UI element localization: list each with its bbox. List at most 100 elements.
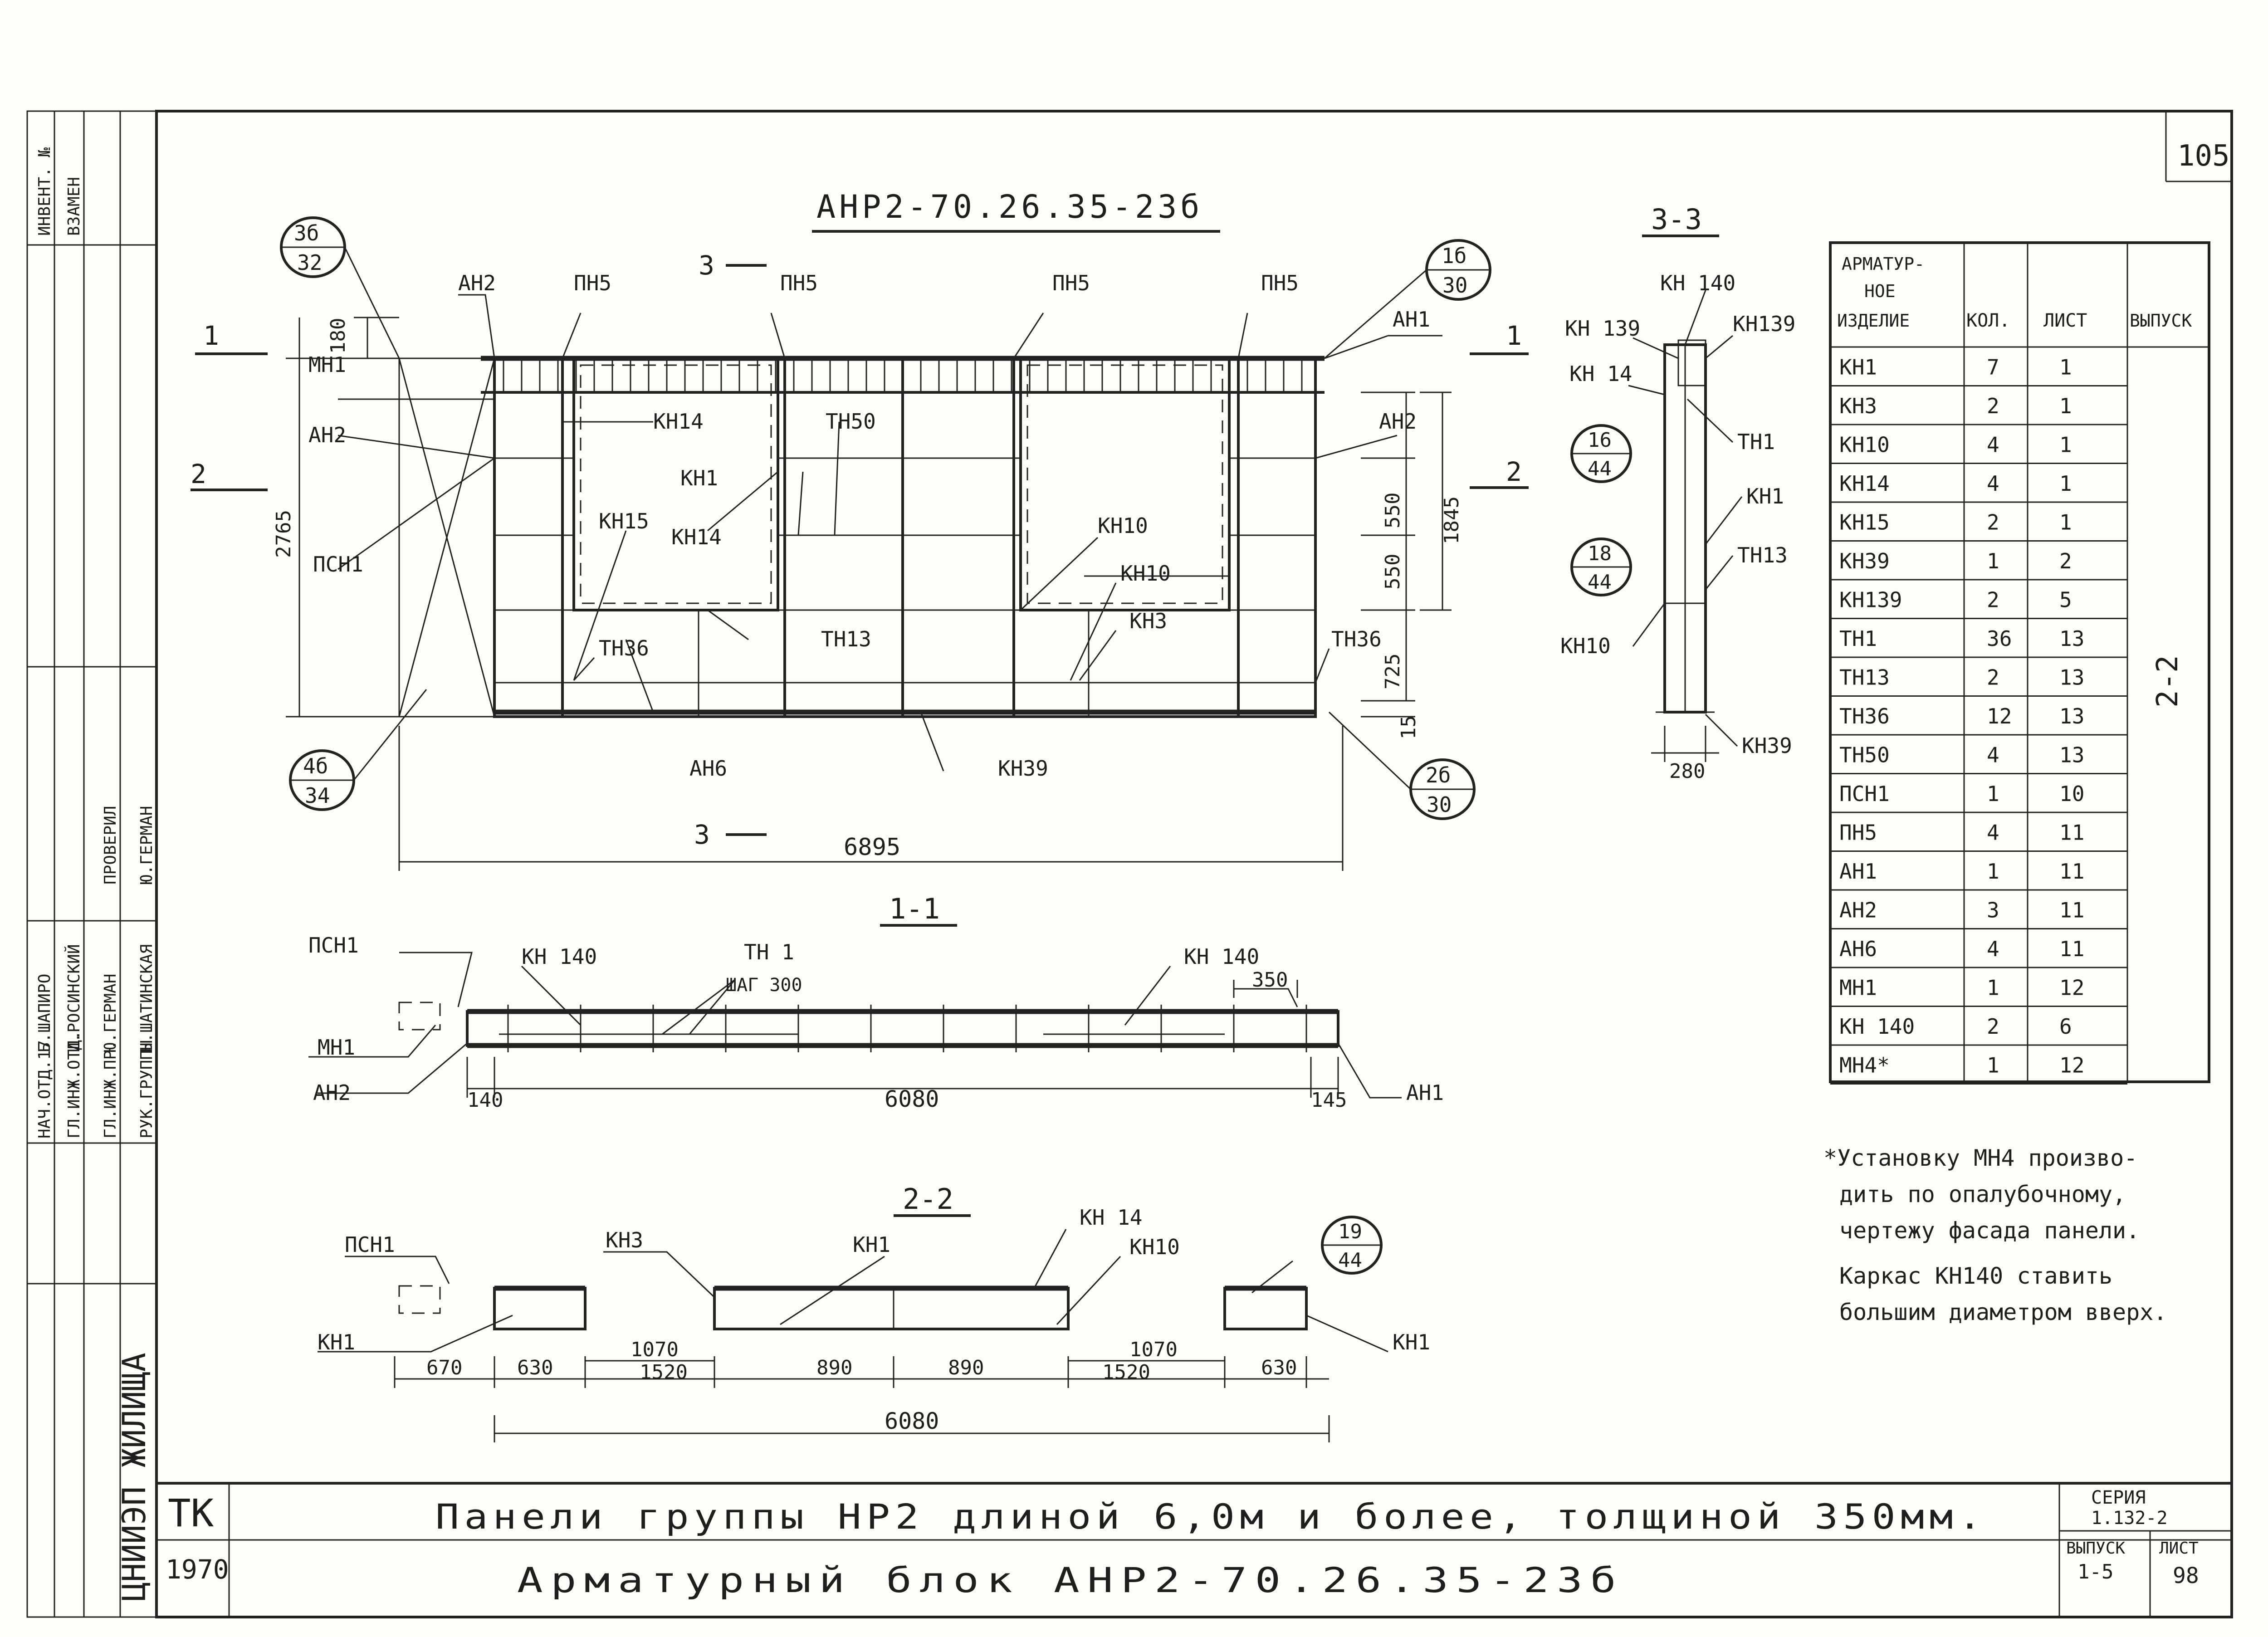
table-cell-qty: 2 bbox=[1987, 394, 1999, 418]
label-tn1: ТН1 bbox=[1737, 430, 1775, 454]
label-kn3: КН3 bbox=[1129, 609, 1167, 633]
table-cell-item: ТН36 bbox=[1839, 704, 1890, 728]
dim-350: 350 bbox=[1252, 968, 1288, 992]
section-mark-right-mid: 2 bbox=[1506, 456, 1522, 487]
label-kn14: КН 14 bbox=[1080, 1205, 1142, 1230]
table-header-qty: КОЛ. bbox=[1966, 310, 2010, 331]
label-tn1: ТН 1 bbox=[744, 940, 794, 964]
section-mark-left-mid: 2 bbox=[191, 459, 206, 489]
note-line-5: большим диаметром вверх. bbox=[1839, 1299, 2167, 1325]
svg-text:44: 44 bbox=[1588, 571, 1612, 594]
release-value: 1-5 bbox=[2077, 1560, 2113, 1583]
label-an2: АН2 bbox=[313, 1080, 351, 1105]
title-block: ТК 1970 Панели группы НР2 длиной 6,0м и … bbox=[166, 1487, 2199, 1600]
table-cell-sheet: 11 bbox=[2059, 898, 2084, 923]
section-2-2: 2-2 19 44 ПСН1 КН3 КН1 КН 14 КН10 КН1 КН… bbox=[318, 1183, 1430, 1442]
table-cell-sheet: 11 bbox=[2059, 859, 2084, 884]
inv-no: ИНВЕНТ. № bbox=[35, 147, 54, 236]
table-cell-item: ПН5 bbox=[1839, 821, 1877, 845]
svg-text:30: 30 bbox=[1427, 792, 1452, 817]
note-line-3: чертежу фасада панели. bbox=[1839, 1217, 2140, 1244]
table-cell-qty: 4 bbox=[1987, 937, 1999, 961]
table-cell-qty: 2 bbox=[1987, 588, 1999, 612]
note-line-2: дить по опалубочному, bbox=[1839, 1181, 2126, 1207]
label-pn5-2: ПН5 bbox=[780, 271, 818, 295]
dim-725: 725 bbox=[1381, 654, 1404, 689]
sheet-value: 98 bbox=[2173, 1563, 2199, 1588]
label-kn1: КН1 bbox=[1746, 484, 1784, 508]
sheet-label: ЛИСТ bbox=[2159, 1539, 2199, 1558]
label-kn1-left: КН1 bbox=[318, 1330, 355, 1354]
title-line-1: Панели группы НР2 длиной 6,0м и более, т… bbox=[435, 1496, 1987, 1537]
checked-label: ПРОВЕРИЛ bbox=[101, 806, 120, 884]
table-header-item-3: ИЗДЕЛИЕ bbox=[1837, 311, 1910, 331]
dim-630-l: 630 bbox=[517, 1356, 553, 1379]
table-cell-sheet: 12 bbox=[2059, 1053, 2084, 1078]
title-line-2: Арматурный блок АНР2-70.26.35-23б bbox=[517, 1560, 1624, 1600]
table-cell-sheet: 13 bbox=[2059, 743, 2084, 767]
table-cell-item: АН1 bbox=[1839, 859, 1877, 884]
section-mark-left-top: 1 bbox=[203, 320, 219, 351]
label-kn139-r: КН139 bbox=[1733, 312, 1795, 336]
table-cell-item: КН 140 bbox=[1839, 1014, 1915, 1039]
label-kn140-l: КН 140 bbox=[522, 944, 597, 969]
label-kn10: КН10 bbox=[1560, 634, 1611, 658]
role-0: НАЧ.ОТД.17 bbox=[35, 1040, 54, 1139]
dim-1520-r: 1520 bbox=[1102, 1361, 1150, 1384]
sheet-frame bbox=[155, 110, 2233, 1618]
callout-circle: 2б 30 bbox=[1328, 711, 1476, 820]
table-cell-sheet: 1 bbox=[2059, 510, 2072, 535]
label-an6: АН6 bbox=[689, 756, 727, 781]
name-1: И.РОСИНСКИЙ bbox=[64, 944, 83, 1052]
callout-circle: 19 44 bbox=[1321, 1216, 1383, 1275]
callout-circle: 1б 30 bbox=[1324, 239, 1491, 359]
label-psn1: ПСН1 bbox=[313, 552, 363, 577]
label-kn3: КН3 bbox=[606, 1228, 643, 1252]
section-2-2-title: 2-2 bbox=[903, 1183, 953, 1216]
table-cell-sheet: 1 bbox=[2059, 433, 2072, 457]
table-cell-sheet: 10 bbox=[2059, 782, 2084, 806]
name-0: Б.ШАПИРО bbox=[35, 974, 54, 1052]
table-header-item-1: АРМАТУР- bbox=[1842, 254, 1925, 274]
svg-text:4б: 4б bbox=[303, 754, 328, 778]
label-pn5-4: ПН5 bbox=[1261, 271, 1299, 295]
table-cell-sheet: 1 bbox=[2059, 394, 2072, 418]
label-kn10-a: КН10 bbox=[1098, 513, 1148, 538]
side-stamp: ИНВЕНТ. № ВЗАМЕН ПРОВЕРИЛ НАЧ.ОТД.17 ГЛ.… bbox=[26, 110, 157, 1618]
table-cell-qty: 36 bbox=[1987, 626, 2012, 651]
section-mark-bottom: 3 bbox=[694, 819, 710, 850]
table-cell-item: МН4* bbox=[1839, 1053, 1890, 1078]
replace-label: ВЗАМЕН bbox=[65, 177, 83, 236]
table-cell-qty: 2 bbox=[1987, 510, 1999, 535]
table-cell-qty: 4 bbox=[1987, 821, 1999, 845]
label-pn5-3: ПН5 bbox=[1052, 271, 1090, 295]
label-pn5-1: ПН5 bbox=[574, 271, 611, 295]
table-cell-qty: 4 bbox=[1987, 743, 1999, 767]
table-cell-sheet: 13 bbox=[2059, 626, 2084, 651]
label-kn1: КН1 bbox=[680, 466, 718, 490]
table-cell-qty: 2 bbox=[1987, 665, 1999, 690]
table-cell-item: ПСН1 bbox=[1839, 782, 1890, 806]
label-kn14-a: КН14 bbox=[653, 409, 704, 434]
dim-140: 140 bbox=[467, 1089, 503, 1112]
table-cell-qty: 4 bbox=[1987, 471, 1999, 496]
note-line-4: Каркас КН140 ставить bbox=[1839, 1263, 2112, 1289]
label-psn1: ПСН1 bbox=[308, 933, 359, 958]
dim-1070-l: 1070 bbox=[631, 1338, 679, 1361]
table-cell-item: КН139 bbox=[1839, 588, 1902, 612]
dim-15: 15 bbox=[1397, 715, 1420, 739]
label-kn39: КН39 bbox=[998, 756, 1048, 781]
dim-550b: 550 bbox=[1381, 554, 1404, 590]
section-mark-right-top: 1 bbox=[1506, 320, 1522, 351]
note-line-1: *Установку МН4 произво- bbox=[1823, 1145, 2137, 1171]
callout-circle: 3б 32 bbox=[280, 216, 400, 359]
table-cell-item: ТН1 bbox=[1839, 626, 1877, 651]
label-tn36-right: ТН36 bbox=[1331, 627, 1382, 651]
dim-890-r: 890 bbox=[948, 1356, 984, 1379]
callout-circle: 4б 34 bbox=[289, 689, 427, 811]
dim-280: 280 bbox=[1669, 760, 1705, 783]
main-view-title: АНР2-70.26.35-23б bbox=[816, 188, 1203, 225]
label-kn14: КН 14 bbox=[1569, 362, 1632, 386]
svg-text:44: 44 bbox=[1338, 1249, 1362, 1272]
label-kn139-l: КН 139 bbox=[1565, 316, 1640, 341]
